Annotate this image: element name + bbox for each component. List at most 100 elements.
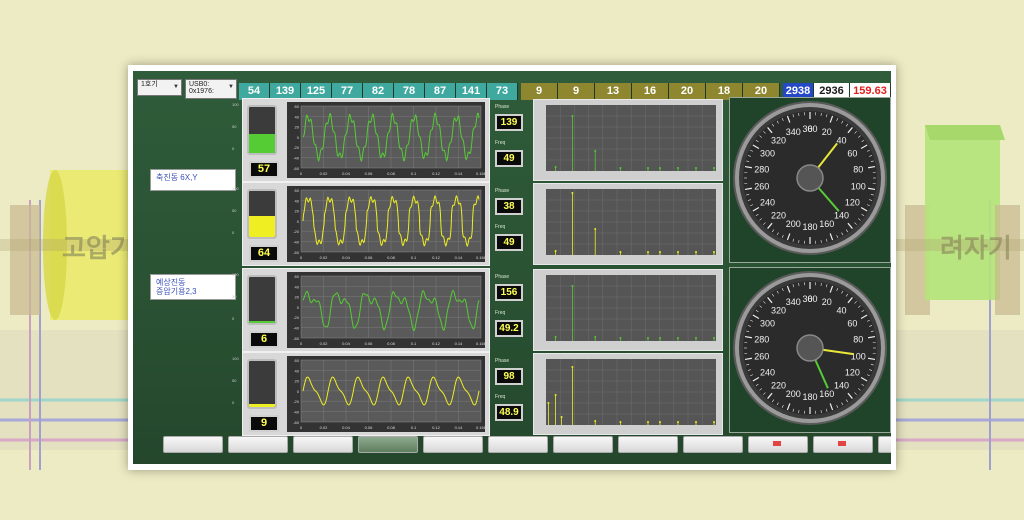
harmonic-chip[interactable]: 20 (669, 83, 706, 100)
spectrum-peak (677, 167, 679, 169)
spectrum-svg (542, 187, 718, 263)
x-tick-label: 0.02 (320, 255, 329, 260)
spectrum-peak (561, 416, 563, 418)
x-tick-label: 0.02 (320, 425, 329, 430)
x-tick-label: 0.1 (411, 171, 417, 176)
spectrum-peak (647, 251, 649, 253)
spectrum-peak (555, 250, 557, 252)
spectrum-peak (647, 421, 649, 423)
spectrum-peak (571, 366, 573, 368)
harmonic-chip[interactable]: 9 (558, 83, 595, 100)
spectrum-plot (533, 353, 723, 435)
bottom-button[interactable] (163, 436, 223, 453)
group1-label[interactable]: 축진동 6X,Y (150, 169, 236, 191)
bottom-button[interactable] (488, 436, 548, 453)
gauge-scale-label: 50 (232, 208, 236, 213)
y-tick-label: -40 (293, 240, 300, 245)
spectrum-peak (555, 394, 557, 396)
spectrum-peak (619, 167, 621, 169)
spectrum-peak (594, 150, 596, 152)
y-tick-label: 0 (297, 219, 300, 224)
spectrum-peak (713, 337, 715, 339)
x-tick-label: 0.166 (476, 171, 485, 176)
group2-label[interactable]: 예상진동 증압기용2,3 (150, 274, 236, 300)
y-tick-label: 20 (295, 379, 300, 384)
gauge-scale-label: 50 (232, 294, 236, 299)
spectrum-peak (659, 337, 661, 339)
x-tick-label: 0.14 (455, 255, 464, 260)
spectrum-peak (695, 167, 697, 169)
x-tick-label: 0.14 (455, 341, 464, 346)
gauge-scale-label: 0 (232, 146, 234, 151)
y-tick-label: 40 (295, 284, 300, 289)
y-tick-label: 40 (295, 198, 300, 203)
level-gauge (247, 189, 277, 239)
x-tick-label: 0.04 (342, 255, 351, 260)
gauge-scale-label: 100 (232, 102, 239, 107)
spectrum-svg (542, 273, 718, 349)
dial-scale-label: 180 (802, 222, 817, 232)
device-select[interactable]: USB0: 0x1976: ▼ (185, 79, 237, 99)
spectrum-peak (647, 167, 649, 169)
dial-scale-label: 200 (786, 219, 801, 229)
dial-scale-label: 60 (847, 149, 857, 159)
bottom-button[interactable] (553, 436, 613, 453)
spectrum-plot (533, 183, 723, 265)
bottom-button[interactable] (748, 436, 808, 453)
bottom-button[interactable] (423, 436, 483, 453)
spectrum-peak (571, 192, 573, 194)
phase-label: Phase (495, 104, 509, 110)
y-tick-label: 60 (295, 104, 300, 109)
bottom-button[interactable] (618, 436, 678, 453)
gauge-scale-label: 100 (232, 356, 239, 361)
device-select-line2: 0x1976: (189, 88, 233, 95)
spectrum-peak (547, 402, 549, 404)
bottom-button[interactable] (293, 436, 353, 453)
dial-scale-label: 100 (851, 182, 866, 192)
y-tick-label: 20 (295, 125, 300, 130)
x-tick-label: 0.14 (455, 425, 464, 430)
x-tick-label: 0.12 (432, 341, 441, 346)
dial-scale-label: 260 (754, 182, 769, 192)
dial-scale-label: 140 (834, 211, 849, 221)
bottom-button[interactable] (228, 436, 288, 453)
phase-value: 98 (495, 368, 523, 385)
y-tick-label: -20 (293, 145, 300, 150)
spectrum-peak (677, 337, 679, 339)
dial-scale-label: 360 (802, 294, 817, 304)
y-tick-label: 0 (297, 389, 300, 394)
x-tick-label: 0 (300, 425, 303, 430)
bottom-button[interactable] (813, 436, 873, 453)
level-value: 57 (249, 161, 279, 178)
dial-scale-label: 200 (786, 389, 801, 399)
x-tick-label: 0.1 (411, 425, 417, 430)
y-tick-label: 40 (295, 368, 300, 373)
spectrum-peak (713, 251, 715, 253)
background-label-right: 려자기 (940, 228, 1012, 265)
bottom-button[interactable] (683, 436, 743, 453)
x-tick-label: 0.166 (476, 255, 485, 260)
dial-scale-label: 340 (786, 297, 801, 307)
harmonic-chip[interactable]: 16 (632, 83, 669, 100)
level-value: 64 (249, 245, 279, 262)
bottom-button[interactable] (358, 436, 418, 453)
dial-scale-label: 220 (771, 211, 786, 221)
dial-scale-label: 320 (771, 305, 786, 315)
x-tick-label: 0.1 (411, 255, 417, 260)
bottom-button[interactable] (878, 436, 891, 453)
unit-select[interactable]: 1호기 ▼ (137, 79, 182, 96)
dial-scale-label: 240 (760, 368, 775, 378)
x-tick-label: 0.08 (387, 171, 396, 176)
level-gauge (247, 105, 277, 155)
harmonic-chip[interactable]: 13 (595, 83, 632, 100)
freq-value: 48.9 (495, 404, 523, 421)
x-tick-label: 0.12 (432, 255, 441, 260)
x-tick-label: 0.04 (342, 341, 351, 346)
phase-value: 38 (495, 198, 523, 215)
